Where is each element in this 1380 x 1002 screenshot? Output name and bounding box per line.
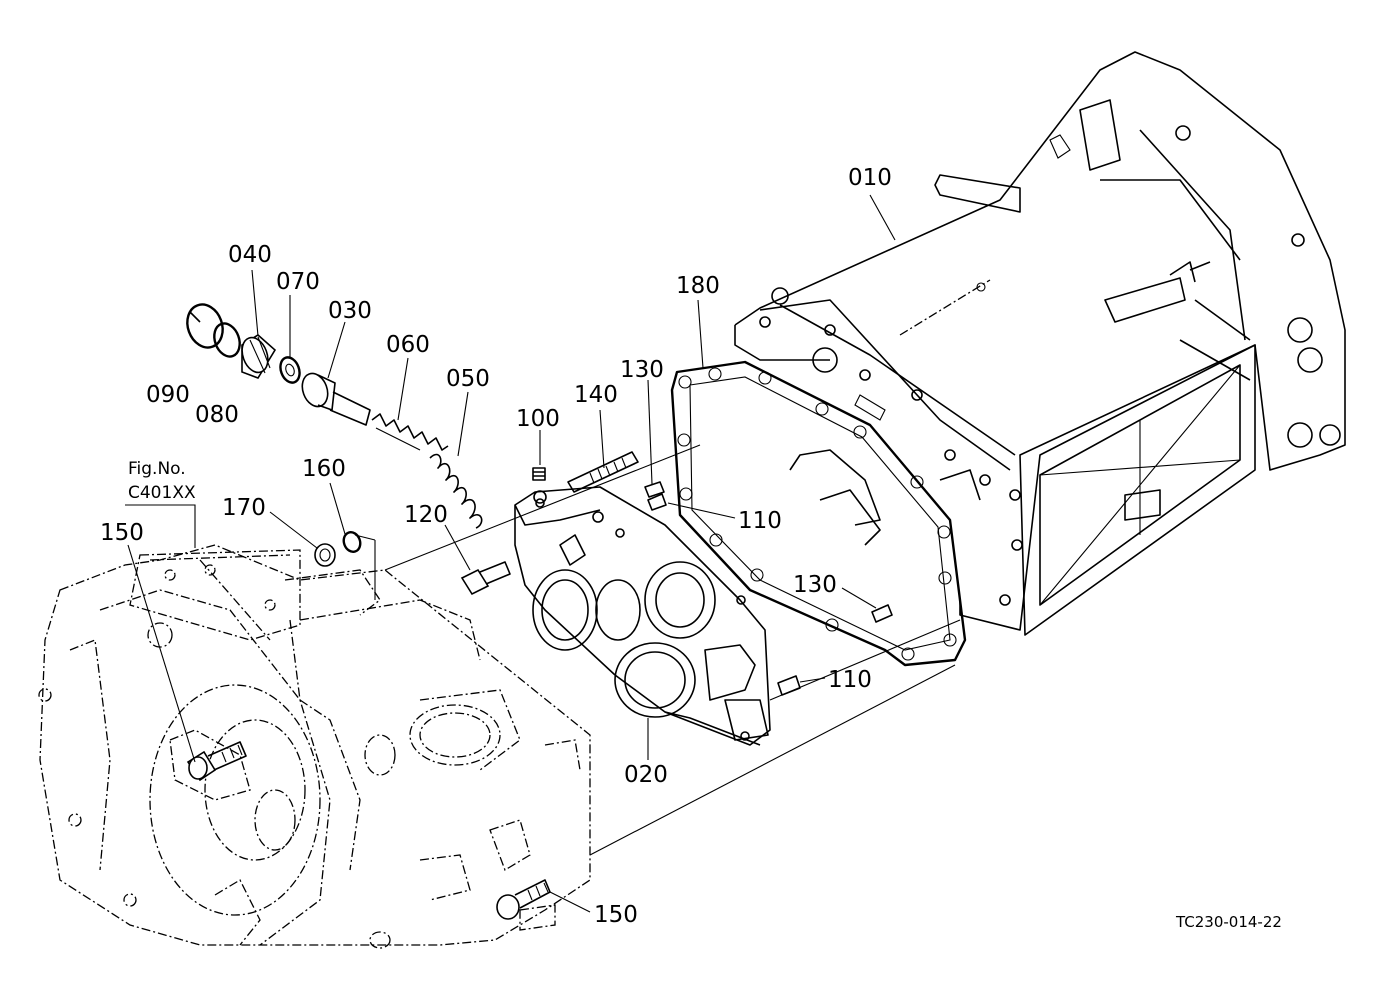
- washer-160[interactable]: [341, 530, 363, 554]
- transmission-case-010[interactable]: [734, 51, 1346, 636]
- snap-ring-090[interactable]: [182, 300, 229, 353]
- callout-150-upper[interactable]: 150: [100, 520, 144, 546]
- callout-030[interactable]: 030: [328, 298, 372, 324]
- gasket-180[interactable]: [670, 360, 967, 667]
- pin-130-lower[interactable]: [871, 604, 893, 623]
- set-screw-100[interactable]: [532, 467, 547, 504]
- pin-130-upper[interactable]: [644, 481, 665, 498]
- bolt-150-lower[interactable]: [496, 879, 551, 920]
- callout-110-upper[interactable]: 110: [738, 508, 782, 534]
- callout-050[interactable]: 050: [446, 366, 490, 392]
- callout-140[interactable]: 140: [574, 382, 618, 408]
- stud-bolt-140[interactable]: [567, 451, 639, 493]
- spring-060[interactable]: [371, 413, 449, 451]
- o-ring-080[interactable]: [210, 320, 244, 360]
- drawing-code: TC230-014-22: [1175, 913, 1282, 931]
- figure-reference-label: Fig.No.: [128, 459, 186, 479]
- cover-plate-020[interactable]: [514, 486, 771, 746]
- callout-090[interactable]: 090: [146, 382, 190, 408]
- callout-130-lower[interactable]: 130: [793, 572, 837, 598]
- pin-110-upper[interactable]: [647, 493, 667, 511]
- callout-180[interactable]: 180: [676, 273, 720, 299]
- callout-100[interactable]: 100: [516, 406, 560, 432]
- callout-170[interactable]: 170: [222, 495, 266, 521]
- figure-reference: Fig.No. C401XX: [128, 459, 196, 503]
- bolt-120[interactable]: [460, 561, 511, 596]
- front-housing-reference: [38, 544, 591, 949]
- pin-110-lower[interactable]: [777, 675, 801, 696]
- assembly-lines: [354, 444, 961, 856]
- callout-160[interactable]: 160: [302, 456, 346, 482]
- plug-040[interactable]: [238, 334, 277, 379]
- leader-lines: [125, 194, 896, 913]
- valve-spool-030[interactable]: [298, 370, 371, 426]
- callout-060[interactable]: 060: [386, 332, 430, 358]
- callout-010[interactable]: 010: [848, 165, 892, 191]
- bolt-150-upper[interactable]: [186, 741, 247, 782]
- nut-170[interactable]: [314, 543, 336, 567]
- callout-150-lower[interactable]: 150: [594, 902, 638, 928]
- figure-reference-number[interactable]: C401XX: [128, 483, 196, 503]
- callout-070[interactable]: 070: [276, 269, 320, 295]
- callout-110-lower[interactable]: 110: [828, 667, 872, 693]
- callout-020[interactable]: 020: [624, 762, 668, 788]
- spring-050[interactable]: [429, 453, 483, 529]
- callout-130-upper[interactable]: 130: [620, 357, 664, 383]
- callout-120[interactable]: 120: [404, 502, 448, 528]
- callout-040[interactable]: 040: [228, 242, 272, 268]
- callout-labels: 010 180 040 070 030 060 050 090 080 100 …: [100, 165, 892, 928]
- collar-070[interactable]: [277, 355, 303, 386]
- callout-080[interactable]: 080: [195, 402, 239, 428]
